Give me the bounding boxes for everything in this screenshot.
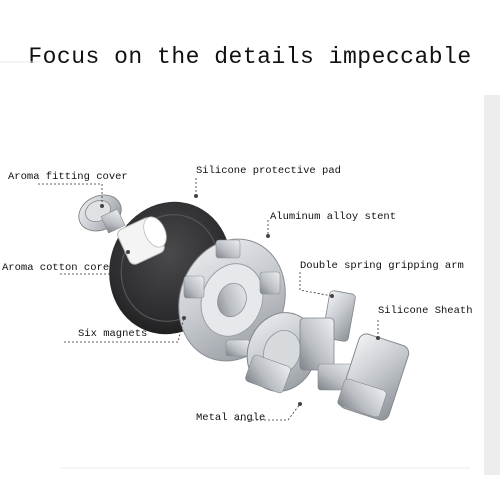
label-double-spring-gripping-arm: Double spring gripping arm — [300, 260, 464, 272]
aroma-cotton-core-part — [117, 216, 167, 265]
label-silicone-sheath: Silicone Sheath — [378, 305, 473, 317]
metal-body-part — [245, 312, 318, 394]
leader-lines — [38, 178, 379, 421]
label-metal-angle: Metal angle — [196, 412, 266, 424]
silicone-sheath-part — [337, 333, 410, 421]
leader-dots — [100, 194, 380, 406]
label-aroma-fitting-cover: Aroma fitting cover — [8, 171, 128, 183]
label-aluminum-alloy-stent: Aluminum alloy stent — [270, 211, 397, 223]
label-six-magnets: Six magnets — [78, 328, 148, 340]
aroma-fitting-cover-part — [78, 194, 126, 234]
page-title: Focus on the details impeccable — [28, 44, 472, 70]
label-aroma-cotton-core: Aroma cotton core — [2, 262, 110, 274]
edge-shadow — [484, 95, 500, 475]
label-silicone-protective-pad: Silicone protective pad — [196, 165, 341, 177]
